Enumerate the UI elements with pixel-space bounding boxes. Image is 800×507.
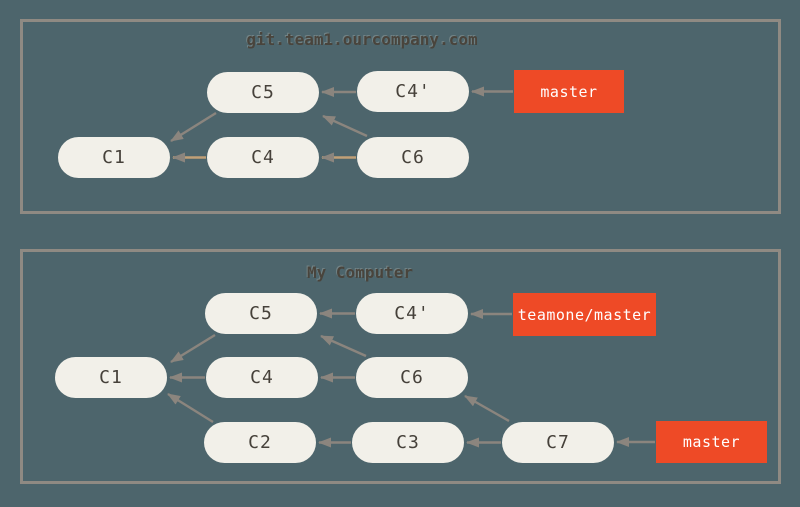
commit-node-c3-local: C3 bbox=[352, 422, 464, 463]
commit-node-c6-remote: C6 bbox=[357, 137, 469, 178]
remote-repo-panel bbox=[20, 19, 781, 214]
commit-node-c7-local: C7 bbox=[502, 422, 614, 463]
commit-node-c5-local: C5 bbox=[205, 293, 317, 334]
commit-node-c1-remote: C1 bbox=[58, 137, 170, 178]
commit-node-c6-local: C6 bbox=[356, 357, 468, 398]
branch-label-master-local: master bbox=[656, 421, 767, 463]
commit-node-c1-local: C1 bbox=[55, 357, 167, 398]
commit-node-c4-remote: C4 bbox=[207, 137, 319, 178]
commit-node-c5-remote: C5 bbox=[207, 72, 319, 113]
commit-node-c4prime-remote: C4' bbox=[357, 71, 469, 112]
commit-node-c2-local: C2 bbox=[204, 422, 316, 463]
commit-node-c4-local: C4 bbox=[206, 357, 318, 398]
local-repo-title: My Computer bbox=[307, 263, 413, 282]
remote-repo-title: git.team1.ourcompany.com bbox=[246, 30, 478, 49]
local-repo-panel bbox=[20, 249, 781, 484]
commit-node-c4prime-local: C4' bbox=[356, 293, 468, 334]
branch-label-teamone-master-local: teamone/master bbox=[513, 293, 656, 336]
branch-label-master-remote: master bbox=[514, 70, 624, 113]
